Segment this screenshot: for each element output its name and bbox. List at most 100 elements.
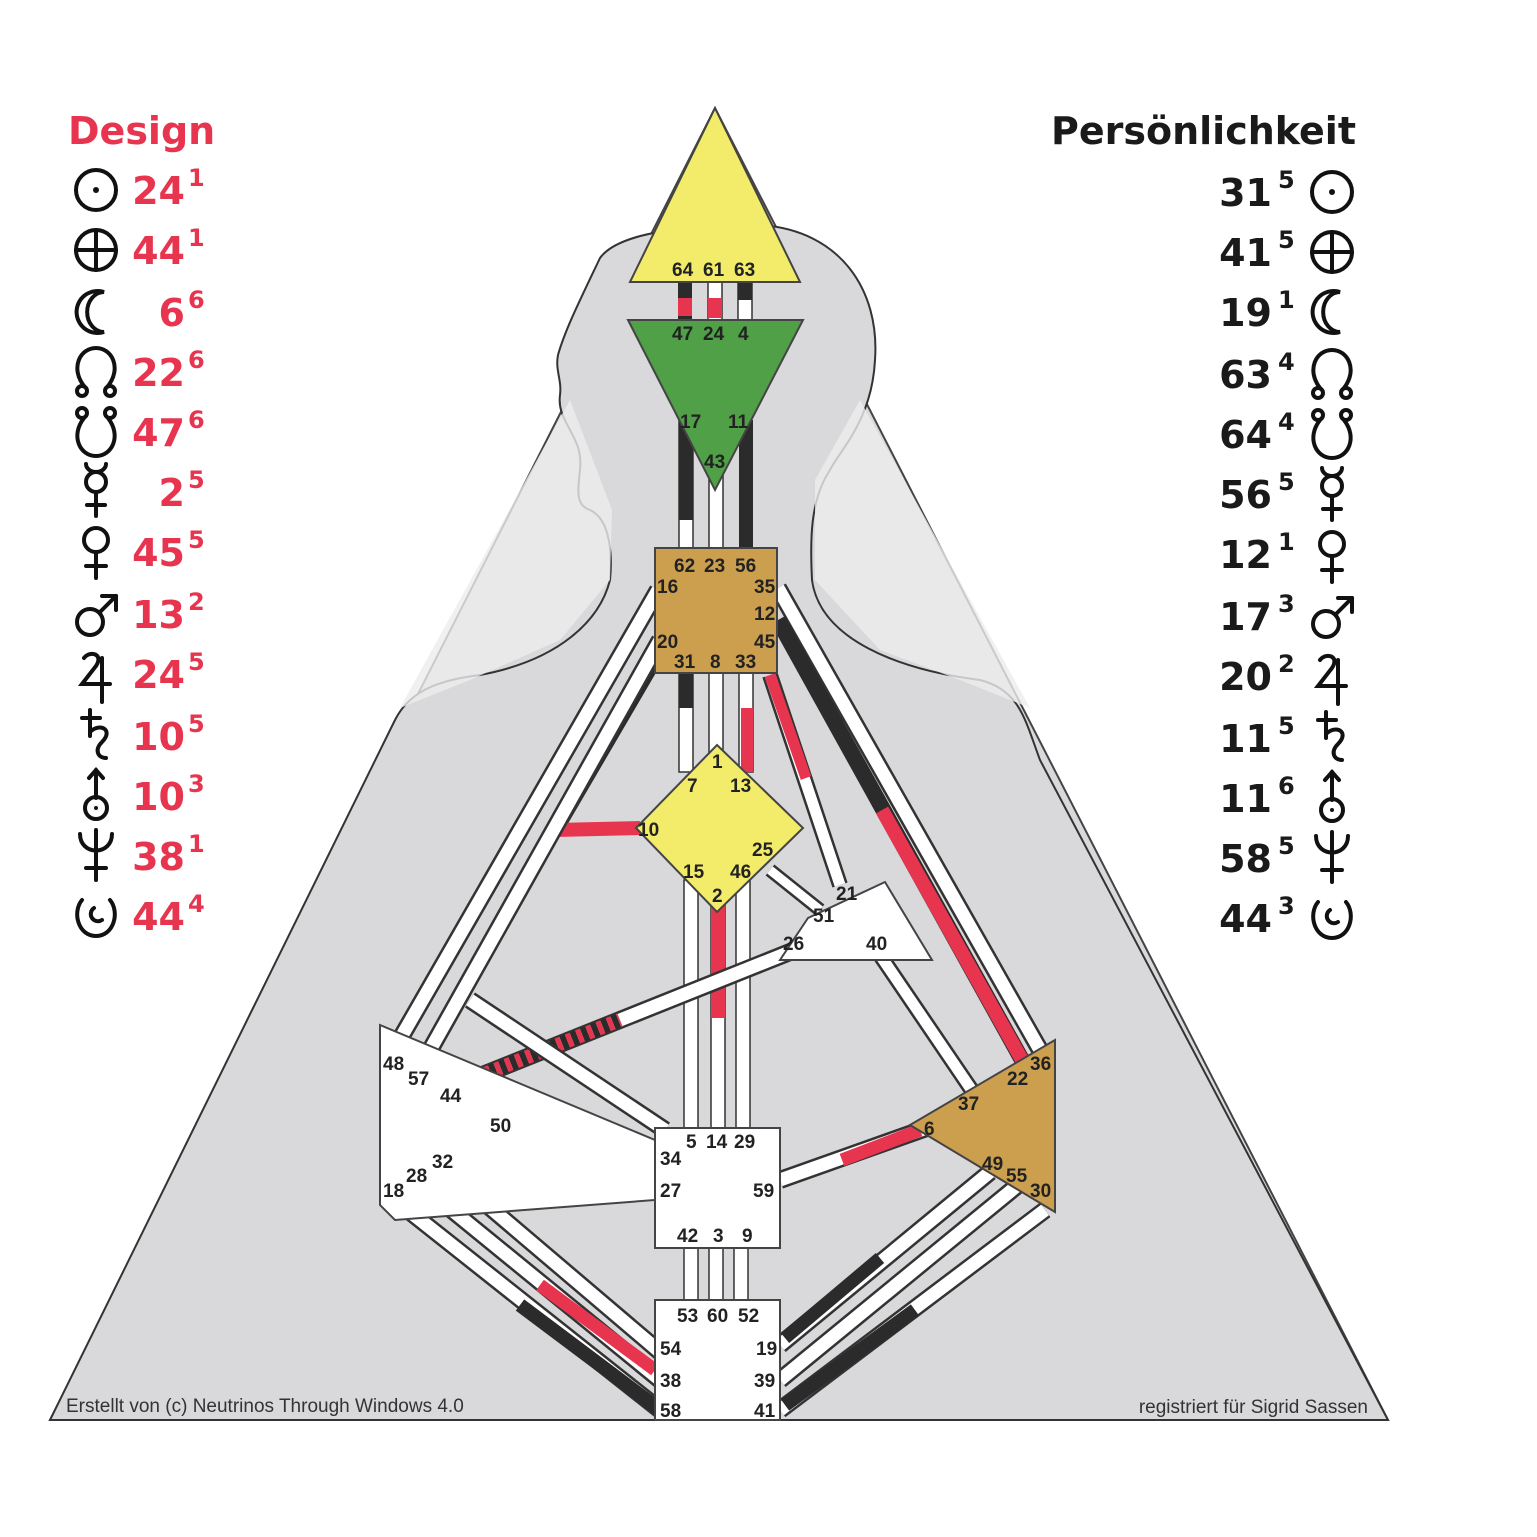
gate-label: 12 [754,604,775,625]
design-gate: 44 [132,895,185,939]
design-row [80,651,112,704]
design-row [75,594,118,637]
venus-icon [82,526,110,580]
gate-label: 59 [753,1181,774,1202]
personality-line: 1 [1278,286,1295,314]
gate-label: 14 [706,1132,728,1153]
jupiter-icon [1316,653,1348,706]
gate-label: 35 [754,577,776,598]
g-center [634,743,805,914]
design-gate: 10 [132,715,185,759]
design-line: 5 [188,648,205,676]
south-node-icon [1311,408,1353,460]
gate-label: 22 [1007,1069,1028,1090]
personality-line: 6 [1278,772,1295,800]
gate-label: 61 [703,260,725,281]
gate-label: 56 [735,556,756,577]
personality-line: 5 [1278,166,1295,194]
neptune-icon [1314,830,1350,884]
gate-label: 8 [710,652,721,673]
design-gate: 24 [132,169,185,213]
gate-label: 6 [924,1119,935,1140]
gate-label: 40 [866,934,887,955]
shoulder-right [815,400,1030,708]
design-line: 6 [188,286,205,314]
design-column: 24 1 44 1 6 6 22 6 47 6 2 5 45 5 13 2 24… [74,164,205,939]
design-line: 5 [188,466,205,494]
gate-label: 42 [677,1226,698,1247]
gate-label: 44 [440,1086,462,1107]
solar-plexus-center [908,1038,1056,1214]
venus-icon [1318,530,1346,584]
pluto-icon [1311,900,1353,940]
shoulder-left [400,400,612,708]
earth-icon [1310,230,1354,274]
south-node-icon [75,406,117,458]
design-line: 1 [188,830,205,858]
north-node-icon [75,346,117,398]
earth-icon [74,228,118,272]
gate-label: 37 [958,1094,979,1115]
gate-label: 51 [813,906,835,927]
personality-gate: 64 [1219,413,1272,457]
sun-icon [74,168,118,212]
design-row [83,768,109,821]
design-line: 3 [188,770,205,798]
design-row [74,168,118,212]
gate-label: 9 [742,1226,753,1247]
gate-label: 47 [672,324,693,345]
root-center [654,1299,781,1421]
moon-icon [74,289,106,335]
personality-line: 3 [1278,892,1295,920]
gate-label: 15 [683,862,705,883]
gate-label: 18 [383,1181,404,1202]
personality-gate: 41 [1219,231,1272,275]
gate-label: 41 [754,1401,776,1422]
design-gate: 10 [132,775,185,819]
design-row [74,289,106,335]
design-gate: 47 [132,411,185,455]
jupiter-icon [80,651,112,704]
personality-gate: 63 [1219,353,1272,397]
design-title: Design [68,109,215,153]
mars-icon [75,594,118,637]
personality-gate: 20 [1219,655,1272,699]
personality-line: 5 [1278,226,1295,254]
gate-label: 20 [657,632,678,653]
design-line: 6 [188,346,205,374]
ego-center [778,880,934,961]
personality-gate: 44 [1219,897,1272,941]
gate-labels: 64 61 63 47 24 4 17 11 43 62 23 56 16 35… [383,260,1051,1422]
gate-label: 60 [707,1306,728,1327]
moon-icon [1310,289,1342,335]
gate-label: 29 [734,1132,755,1153]
gate-label: 23 [704,556,725,577]
design-row [84,462,108,518]
throat-center [654,547,778,674]
gate-label: 33 [735,652,756,673]
personality-gate: 56 [1219,473,1272,517]
personality-gate: 31 [1219,171,1272,215]
north-node-icon [1311,348,1353,400]
design-row [75,406,117,458]
design-gate: 2 [159,471,185,515]
design-row [74,228,118,272]
personality-line: 1 [1278,528,1295,556]
gate-label: 34 [660,1149,682,1170]
design-gate: 6 [159,291,185,335]
personality-column: 31 5 41 5 19 1 63 4 64 4 56 5 12 1 17 3 … [1219,166,1354,941]
design-gate: 13 [132,593,185,637]
saturn-icon [80,708,109,760]
gate-label: 11 [728,412,749,433]
personality-gate: 58 [1219,837,1272,881]
spleen-center [379,1023,656,1222]
gate-label: 49 [982,1154,1003,1175]
personality-gate: 11 [1219,717,1272,761]
gate-label: 21 [836,884,858,905]
ajna-center [626,319,805,493]
gate-label: 43 [704,452,725,473]
gate-label: 3 [713,1226,724,1247]
gate-label: 53 [677,1306,698,1327]
personality-line: 5 [1278,468,1295,496]
